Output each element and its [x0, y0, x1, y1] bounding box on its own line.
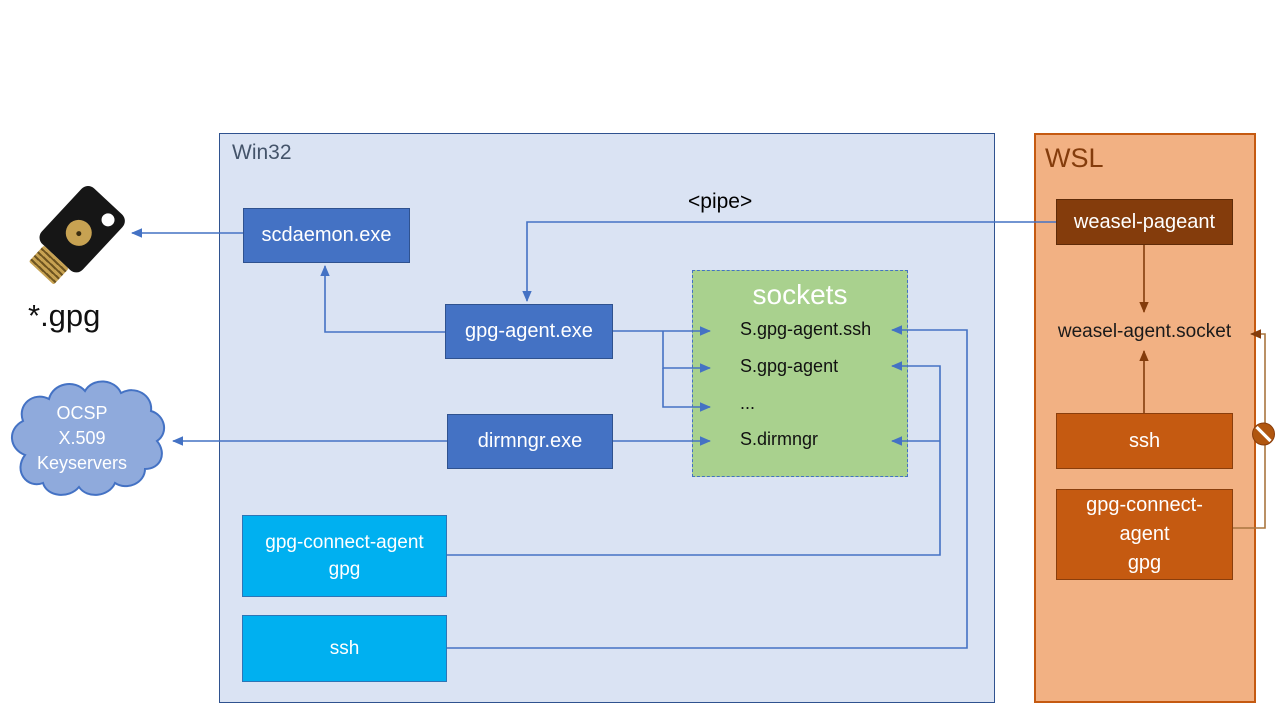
dirmngr-label: dirmngr.exe [477, 430, 583, 452]
socket-item-ellipsis: ... [740, 393, 756, 413]
weasel-pageant-node: weasel-pageant [1056, 199, 1233, 245]
wsl-ssh-node: ssh [1056, 413, 1233, 469]
keyserver-cloud: OCSP X.509 Keyservers [2, 375, 174, 503]
cloud-icon [11, 380, 166, 496]
weasel-agent-socket-label: weasel-agent.socket [1057, 321, 1232, 342]
socket-item-gpg-agent-ssh: S.gpg-agent.ssh [740, 319, 872, 339]
dirmngr-node: dirmngr.exe [447, 414, 613, 469]
cloud-text: OCSP X.509 Keyservers [2, 401, 162, 476]
yubikey-icon [18, 182, 134, 298]
pipe-label: <pipe> [688, 190, 753, 213]
scdaemon-node: scdaemon.exe [243, 208, 410, 263]
cloud-line-keyservers: Keyservers [36, 453, 128, 473]
gpg-files-label: *.gpg [28, 298, 101, 333]
socket-item-dirmngr: S.dirmngr [740, 429, 819, 449]
wsl-gca-label-line1: gpg-connect- [1086, 494, 1203, 516]
gpg-agent-node: gpg-agent.exe [445, 304, 613, 359]
win32-ssh-label: ssh [329, 638, 360, 659]
cloud-line-x509: X.509 [58, 428, 106, 448]
scdaemon-label: scdaemon.exe [261, 224, 392, 246]
wsl-gpg-connect-agent-node: gpg-connect- agent gpg [1056, 489, 1233, 580]
gpg-agent-label: gpg-agent.exe [465, 320, 593, 342]
gpg-connect-agent-label-line1: gpg-connect-agent [265, 532, 424, 553]
socket-item-gpg-agent: S.gpg-agent [740, 356, 839, 376]
win32-ssh-node: ssh [242, 615, 447, 682]
wsl-ssh-label: ssh [1128, 429, 1161, 452]
win32-gpg-connect-agent-node: gpg-connect-agent gpg [242, 515, 447, 597]
sockets-title: sockets [752, 279, 848, 310]
cloud-line-ocsp: OCSP [56, 403, 108, 423]
win32-label: Win32 [232, 141, 292, 164]
wsl-label: WSL [1045, 143, 1104, 173]
wsl-gca-label-line3: gpg [1127, 552, 1162, 574]
yubikey-body [19, 182, 129, 293]
gpg-connect-agent-label-line2: gpg [328, 559, 361, 580]
wsl-gca-label-line2: agent [1119, 523, 1170, 545]
weasel-pageant-label: weasel-pageant [1073, 210, 1216, 233]
